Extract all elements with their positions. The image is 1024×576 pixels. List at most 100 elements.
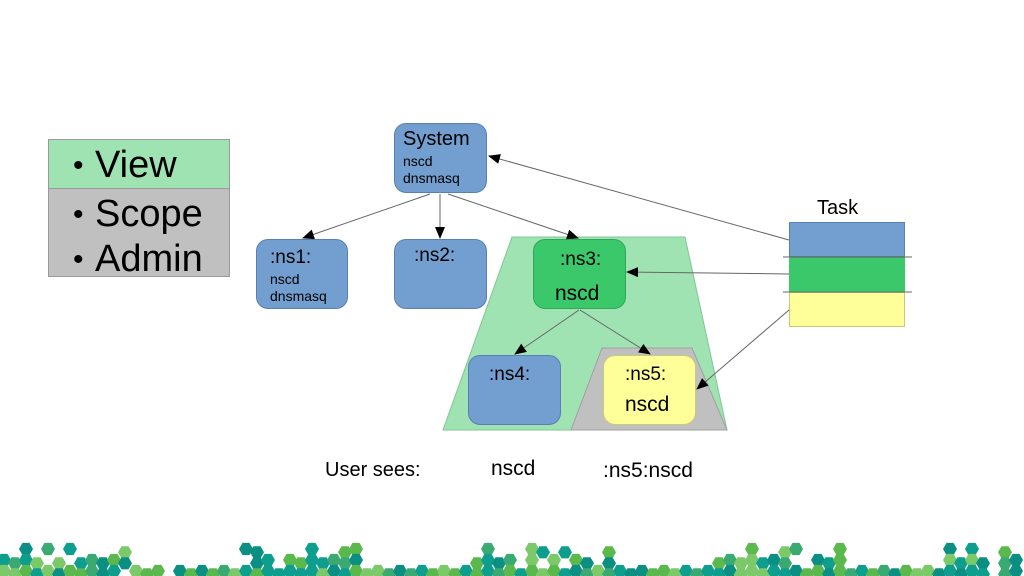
bullet-icon: • bbox=[73, 198, 84, 231]
footer-hexagon bbox=[250, 557, 264, 570]
footer-hexagon bbox=[261, 553, 275, 567]
footer-hexagon bbox=[41, 542, 55, 556]
footer-hexagon bbox=[415, 564, 429, 576]
bullet-icon: • bbox=[73, 243, 84, 276]
node-ns5: :ns5: nscd bbox=[603, 355, 696, 425]
task-block-blue bbox=[789, 222, 905, 257]
footer-hexagon bbox=[547, 564, 561, 576]
legend-box: •View •Scope •Admin bbox=[48, 139, 230, 280]
footer-hexagon bbox=[294, 557, 308, 570]
footer-hexagon bbox=[118, 546, 132, 559]
footer-hexagon bbox=[404, 568, 418, 576]
footer-hexagon bbox=[129, 564, 143, 576]
footer-hexagon bbox=[536, 568, 550, 576]
footer-hexagon bbox=[602, 546, 616, 559]
footer-hexagon bbox=[349, 542, 363, 556]
footer-hexagon bbox=[998, 557, 1012, 570]
footer-hexagon bbox=[195, 564, 209, 576]
footer-hexagon bbox=[668, 568, 682, 576]
footer-hexagon bbox=[437, 564, 451, 576]
footer-hexagon bbox=[998, 546, 1012, 559]
footer-hexagon bbox=[459, 564, 473, 576]
footer-hexagon bbox=[107, 564, 121, 576]
footer-hexagon bbox=[327, 553, 341, 567]
user-sees-right-value: :ns5:nscd bbox=[603, 459, 693, 482]
footer-hexagon bbox=[525, 553, 539, 567]
footer-hexagon bbox=[745, 553, 759, 567]
node-ns1-line-1: nscd bbox=[270, 271, 300, 287]
footer-hexagon bbox=[954, 557, 968, 570]
footer-hexagon bbox=[943, 564, 957, 576]
arrow-system-ns3 bbox=[447, 193, 579, 240]
node-ns4-title: :ns4: bbox=[489, 364, 531, 385]
task-block-green bbox=[789, 257, 905, 292]
node-ns3: :ns3: nscd bbox=[533, 239, 626, 309]
task-stack bbox=[789, 222, 905, 327]
footer-hexagon bbox=[822, 568, 836, 576]
footer-hexagon bbox=[558, 568, 572, 576]
footer-hexagon bbox=[360, 568, 374, 576]
footer-hexagon bbox=[503, 553, 517, 567]
footer-hexagon bbox=[272, 568, 286, 576]
footer-hexagon bbox=[811, 553, 825, 567]
footer-hexagon bbox=[316, 568, 330, 576]
node-ns4: :ns4: bbox=[468, 355, 561, 425]
node-ns1-title: :ns1: bbox=[270, 247, 312, 268]
footer-hexagon bbox=[151, 564, 165, 576]
footer-hexagon bbox=[833, 564, 847, 576]
footer-hexagon bbox=[525, 564, 539, 576]
footer-hexagon bbox=[52, 557, 66, 570]
footer-hexagon bbox=[52, 568, 66, 576]
footer-hexagon bbox=[734, 568, 748, 576]
footer-hexagon bbox=[8, 568, 22, 576]
footer-hexagon bbox=[877, 564, 891, 576]
footer-hexagon bbox=[888, 568, 902, 576]
footer-hexagon bbox=[976, 557, 990, 570]
footer-hexagon bbox=[294, 568, 308, 576]
footer-hexagon bbox=[349, 553, 363, 567]
footer-hexagon bbox=[536, 546, 550, 559]
footer-hexagon bbox=[811, 564, 825, 576]
footer-hexagon bbox=[0, 564, 11, 576]
footer-hexagon bbox=[635, 564, 649, 576]
footer-hexagon bbox=[833, 553, 847, 567]
node-ns3-title: :ns3: bbox=[560, 249, 602, 270]
footer-hexagon bbox=[470, 557, 484, 570]
footer-hexagon bbox=[118, 557, 132, 570]
footer-hexagon bbox=[767, 553, 781, 567]
legend-view-row: •View bbox=[48, 139, 230, 189]
footer-hexagon bbox=[393, 564, 407, 576]
footer-hexagon bbox=[96, 568, 110, 576]
footer-hexagon bbox=[712, 568, 726, 576]
node-ns2: :ns2: bbox=[394, 239, 487, 309]
footer-hexagon bbox=[305, 564, 319, 576]
footer-hexagon bbox=[261, 564, 275, 576]
footer-hexagon bbox=[492, 557, 506, 570]
footer-hexagon bbox=[701, 564, 715, 576]
footer-hexagon bbox=[822, 557, 836, 570]
footer-hexagon bbox=[217, 564, 231, 576]
node-ns3-content: nscd bbox=[555, 282, 600, 305]
footer-hexagon bbox=[844, 568, 858, 576]
footer-hexagon bbox=[305, 553, 319, 567]
footer-hexagon bbox=[283, 564, 297, 576]
footer-hexagon bbox=[866, 568, 880, 576]
footer-hexagon bbox=[140, 568, 154, 576]
task-block-yellow bbox=[789, 292, 905, 327]
footer-hexagon bbox=[767, 564, 781, 576]
footer-hexagon bbox=[206, 568, 220, 576]
footer-hexagon bbox=[492, 568, 506, 576]
node-system-line-1: nscd bbox=[403, 153, 433, 169]
footer-hexagon bbox=[448, 568, 462, 576]
legend-item-admin: •Admin bbox=[73, 238, 203, 280]
node-system-line-2: dnsmasq bbox=[403, 170, 460, 186]
footer-hexagon bbox=[932, 568, 946, 576]
footer-hexagon bbox=[976, 568, 990, 576]
footer-hexagon bbox=[338, 546, 352, 559]
footer-hexagon bbox=[943, 542, 957, 556]
node-ns5-title: :ns5: bbox=[625, 364, 667, 385]
footer-hexagon bbox=[85, 564, 99, 576]
footer-hexagon bbox=[756, 557, 770, 570]
